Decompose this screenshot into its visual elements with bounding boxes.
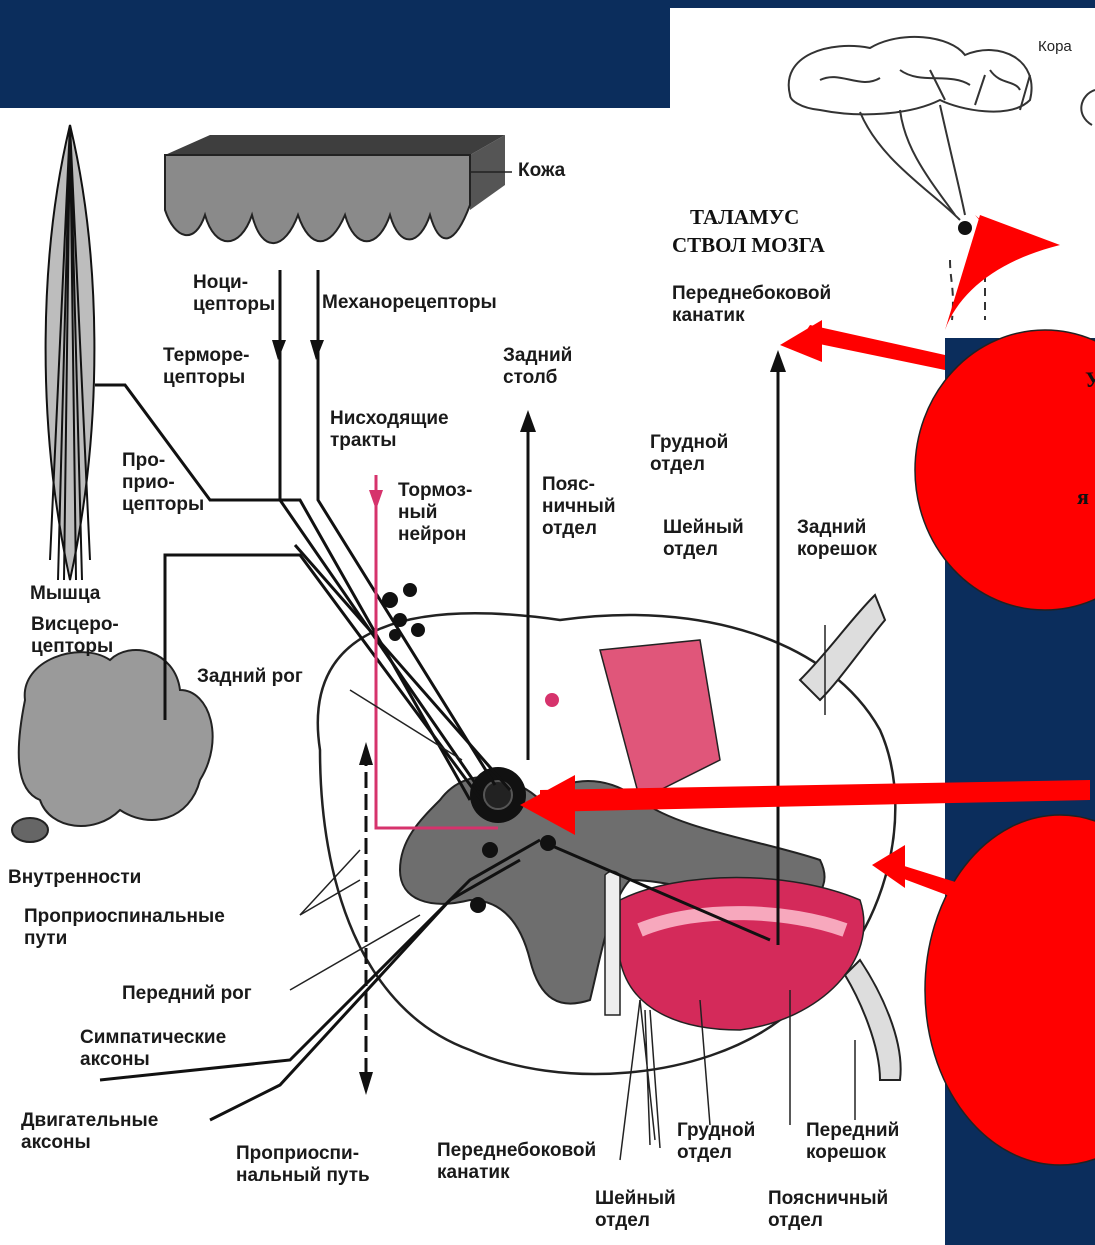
ventral-root-shape — [845, 960, 901, 1080]
viscera-label: Внутренности — [8, 867, 141, 889]
sympathetic-axons-label: Симпатические аксоны — [80, 1027, 226, 1071]
skin-label: Кожа — [518, 160, 565, 182]
nociceptors-label: Ноци- цепторы — [193, 272, 275, 316]
brainstem-title: СТВОЛ МОЗГА — [672, 233, 825, 258]
inhibitory-neuron-label: Тормоз- ный нейрон — [398, 480, 472, 546]
thoracic-bottom-label: Грудной отдел — [677, 1120, 755, 1164]
motor-axons-label: Двигательные аксоны — [21, 1110, 158, 1154]
brain-cortex-sketch — [789, 37, 1095, 320]
posterior-column-label: Задний столб — [503, 345, 572, 389]
thoracic-top-label: Грудной отдел — [650, 432, 728, 476]
cortex-label: Кора — [1038, 38, 1072, 55]
thalamus-nucleus-dot — [958, 221, 972, 235]
thalamus-title: ТАЛАМУС — [690, 205, 799, 230]
mechanoreceptors-label: Механорецепторы — [322, 292, 497, 314]
dorsal-horn-label: Задний рог — [197, 666, 303, 688]
callout-upper-fragment-2: я — [1077, 484, 1089, 510]
proprioceptors-label: Про- прио- цепторы — [122, 450, 204, 516]
thermoreceptors-label: Терморе- цепторы — [163, 345, 250, 389]
viscera-shape — [12, 650, 213, 842]
anterolateral-tract-bottom-label: Переднебоковой канатик — [437, 1140, 596, 1184]
ventral-horn-label: Передний рог — [122, 983, 252, 1005]
muscle-label: Мышца — [30, 583, 100, 605]
skin-block — [165, 135, 505, 243]
callout-balloon-upper — [915, 330, 1095, 610]
cervical-top-label: Шейный отдел — [663, 517, 744, 561]
muscle-spindle — [46, 125, 95, 580]
descending-tracts-label: Нисходящие тракты — [330, 408, 449, 452]
propriospinal-paths-label: Проприоспинальные пути — [24, 906, 225, 950]
lumbar-bottom-label: Поясничный отдел — [768, 1188, 888, 1232]
callout-upper-fragment-1: У — [1085, 367, 1095, 393]
ventral-root-label: Передний корешок — [806, 1120, 899, 1164]
dorsal-root-label: Задний корешок — [797, 517, 877, 561]
anterolateral-tract-top-label: Переднебоковой канатик — [672, 283, 831, 327]
propriospinal-path-label: Проприоспи- нальный путь — [236, 1143, 370, 1187]
callout-balloon-lower — [925, 815, 1095, 1165]
cervical-bottom-label: Шейный отдел — [595, 1188, 676, 1232]
visceroreceptors-label: Висцеро- цепторы — [31, 614, 119, 658]
lumbar-top-label: Пояс- ничный отдел — [542, 474, 616, 540]
